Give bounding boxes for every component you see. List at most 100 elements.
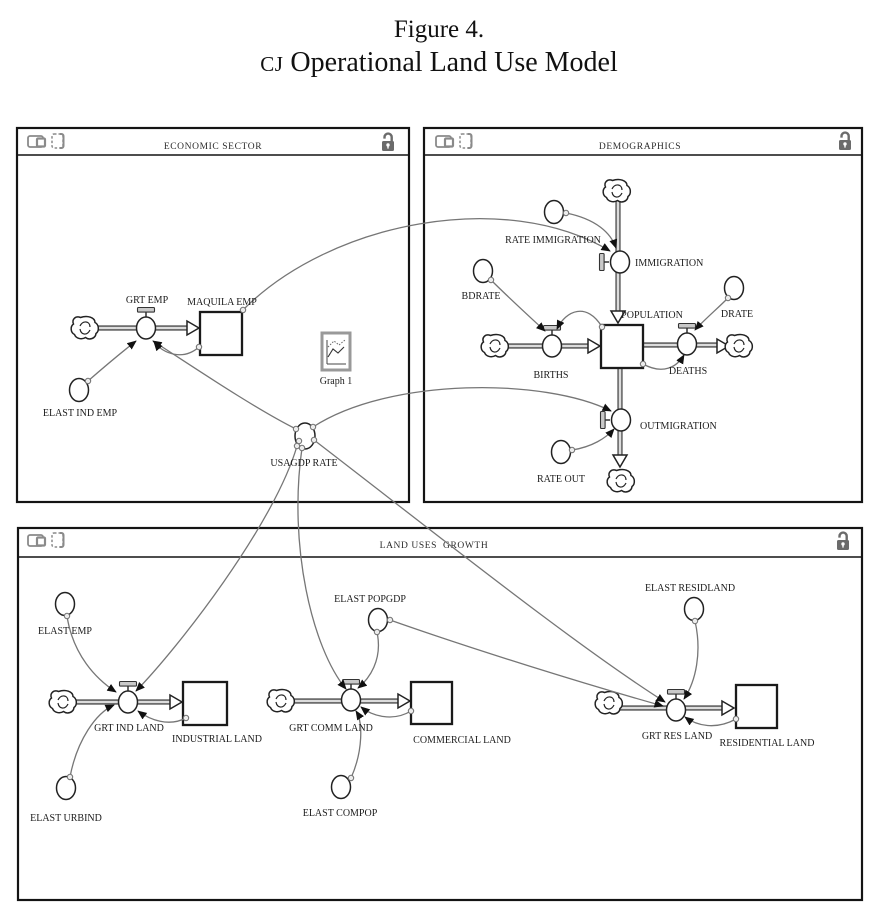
cloud-sink[interactable] bbox=[606, 468, 636, 493]
converter-bdrate[interactable] bbox=[472, 258, 494, 284]
label-usagdp-rate: USAGDP RATE bbox=[270, 458, 337, 469]
label-rate-out: RATE OUT bbox=[537, 474, 585, 485]
mini-chart-dotted-line-icon bbox=[327, 339, 346, 348]
label-deaths: DEATHS bbox=[669, 366, 707, 377]
stock-population[interactable] bbox=[599, 323, 645, 370]
label-bdrate: BDRATE bbox=[462, 291, 501, 302]
label-elast-compop: ELAST COMPOP bbox=[303, 808, 378, 819]
label-elast-residland: ELAST RESIDLAND bbox=[645, 583, 735, 594]
unlock-icon[interactable] bbox=[835, 531, 851, 552]
cloud-source[interactable] bbox=[70, 315, 100, 340]
connector-rateimm-immigration[interactable] bbox=[565, 212, 618, 249]
label-immigration: IMMIGRATION bbox=[635, 258, 703, 269]
connector-rateout-outmigration[interactable] bbox=[571, 428, 615, 451]
stock-industrial-land[interactable] bbox=[181, 680, 229, 727]
connector-elastemp-grtindland[interactable] bbox=[66, 615, 117, 693]
connector-usagdp-grtemp[interactable] bbox=[152, 340, 297, 430]
label-rate-immigration: RATE IMMIGRATION bbox=[505, 235, 601, 246]
connector-maquila-immigration[interactable] bbox=[242, 218, 611, 311]
converter-elast-ind-emp[interactable] bbox=[68, 377, 90, 403]
connector-usagdp-outmigration[interactable] bbox=[312, 386, 612, 428]
connector-usagdp-grtcommland[interactable] bbox=[297, 447, 347, 690]
converter-drate[interactable] bbox=[723, 275, 745, 301]
connector-residential-grtresland[interactable] bbox=[684, 716, 737, 727]
mini-chart-line-icon bbox=[327, 346, 345, 358]
figure-caption: Figure 4. CJ Operational Land Use Model bbox=[0, 14, 878, 80]
stock-maquila-emp[interactable] bbox=[198, 310, 244, 357]
converter-elast-popgdp[interactable] bbox=[367, 607, 389, 633]
connector-population-births[interactable] bbox=[556, 310, 603, 330]
graph-pad[interactable] bbox=[320, 331, 352, 372]
valve-births[interactable] bbox=[541, 324, 563, 358]
converter-elast-residland[interactable] bbox=[683, 596, 705, 622]
stock-residential-land[interactable] bbox=[734, 683, 779, 730]
unlock-icon[interactable] bbox=[837, 131, 853, 152]
valve-deaths[interactable] bbox=[676, 322, 698, 356]
cloud-sink[interactable] bbox=[724, 333, 754, 358]
connector-anchor-dots bbox=[63, 209, 740, 782]
sector-title-land-uses: LAND USES GROWTH bbox=[380, 541, 489, 551]
label-elast-emp: ELAST EMP bbox=[38, 626, 92, 637]
figure-title-prefix: CJ bbox=[260, 52, 284, 77]
cloud-source[interactable] bbox=[480, 333, 510, 358]
connector-elastindemp-grtemp[interactable] bbox=[87, 340, 137, 382]
figure-number: Figure 4. bbox=[393, 16, 485, 43]
sector-demographics-frame: DEMOGRAPHICS bbox=[422, 126, 864, 504]
label-outmigration: OUTMIGRATION bbox=[640, 421, 717, 432]
valve-grt-emp[interactable] bbox=[135, 306, 157, 340]
sector-title-economic: ECONOMIC SECTOR bbox=[164, 142, 262, 152]
converter-rate-immigration[interactable] bbox=[543, 199, 565, 225]
cloud-source[interactable] bbox=[266, 688, 296, 713]
connector-popgdp-grtresland[interactable] bbox=[389, 619, 664, 708]
sector-page-icon[interactable] bbox=[51, 532, 65, 548]
label-grt-emp: GRT EMP bbox=[126, 295, 169, 306]
sector-thumbnail-icon[interactable] bbox=[26, 533, 47, 548]
label-grt-comm-land: GRT COMM LAND bbox=[289, 723, 373, 734]
label-elast-urbind: ELAST URBIND bbox=[30, 813, 102, 824]
label-commercial-land: COMMERCIAL LAND bbox=[413, 735, 511, 746]
connector-drate-deaths[interactable] bbox=[694, 297, 729, 331]
connector-usagdp-grtindland[interactable] bbox=[135, 445, 298, 692]
label-drate: DRATE bbox=[721, 309, 753, 320]
valve-immigration[interactable] bbox=[598, 250, 631, 274]
unlock-icon[interactable] bbox=[380, 132, 396, 153]
connector-urbind-grtindland[interactable] bbox=[69, 704, 115, 778]
label-elast-popgdp: ELAST POPGDP bbox=[334, 594, 406, 605]
sector-economic-frame: ECONOMIC SECTOR bbox=[15, 126, 411, 504]
sector-thumbnail-icon[interactable] bbox=[26, 134, 47, 149]
connectors bbox=[66, 212, 737, 779]
connector-population-deaths[interactable] bbox=[642, 354, 685, 370]
connector-maquila-grtemp[interactable] bbox=[153, 341, 200, 356]
converter-elast-compop[interactable] bbox=[330, 774, 352, 800]
connector-bdrate-births[interactable] bbox=[490, 279, 546, 332]
valve-outmigration[interactable] bbox=[599, 408, 632, 432]
cloud-source[interactable] bbox=[594, 690, 624, 715]
converter-rate-out[interactable] bbox=[550, 439, 572, 465]
connector-compop-grtcommland[interactable] bbox=[350, 710, 364, 779]
figure-title: CJ Operational Land Use Model bbox=[0, 45, 878, 80]
sector-page-icon[interactable] bbox=[459, 133, 473, 149]
flow-pipes bbox=[72, 201, 735, 716]
valve-grt-ind-land[interactable] bbox=[117, 680, 139, 714]
sector-page-icon[interactable] bbox=[51, 133, 65, 149]
label-grt-ind-land: GRT IND LAND bbox=[94, 723, 164, 734]
label-population: POPULATION bbox=[621, 310, 683, 321]
valve-grt-res-land[interactable] bbox=[665, 688, 687, 722]
label-maquila-emp: MAQUILA EMP bbox=[187, 297, 257, 308]
cloud-source[interactable] bbox=[48, 689, 78, 714]
connector-usagdp-grtresland[interactable] bbox=[313, 439, 666, 703]
stock-commercial-land[interactable] bbox=[409, 680, 454, 726]
valve-grt-comm-land[interactable] bbox=[340, 678, 362, 712]
cloud-source[interactable] bbox=[602, 178, 632, 203]
converter-elast-emp[interactable] bbox=[54, 591, 76, 617]
connector-industrial-grtindland[interactable] bbox=[137, 710, 187, 723]
label-elast-ind-emp: ELAST IND EMP bbox=[43, 408, 118, 419]
connector-popgdp-grtcommland[interactable] bbox=[357, 631, 379, 689]
sector-thumbnail-icon[interactable] bbox=[434, 134, 455, 149]
figure-title-text: Operational Land Use Model bbox=[283, 47, 618, 79]
connector-residland-grtresland[interactable] bbox=[683, 620, 699, 700]
connector-commercial-grtcommland[interactable] bbox=[360, 706, 412, 718]
converter-elast-urbind[interactable] bbox=[55, 775, 77, 801]
